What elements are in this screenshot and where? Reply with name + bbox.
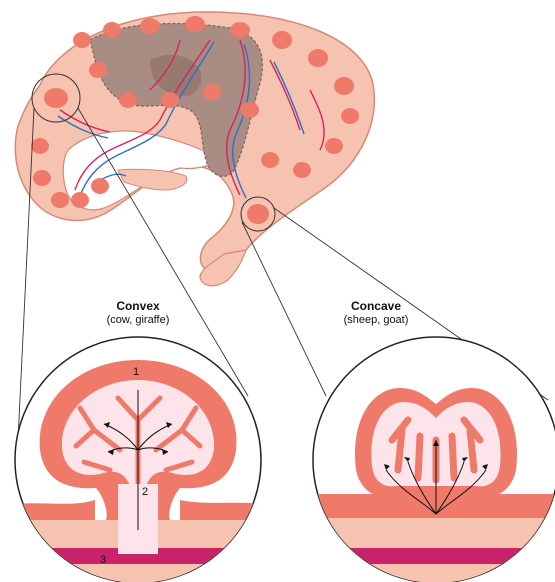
label-number-3: 3 <box>100 554 106 566</box>
concave-label: Concave (sheep, goat) <box>316 300 436 326</box>
label-number-2: 2 <box>142 486 148 498</box>
concave-placentome <box>310 337 555 582</box>
concave-title: Concave <box>316 300 436 314</box>
convex-title: Convex <box>78 300 198 314</box>
convex-placentome <box>10 337 270 582</box>
convex-subtitle: (cow, giraffe) <box>78 314 198 327</box>
convex-label: Convex (cow, giraffe) <box>78 300 198 326</box>
myometrium-band-right <box>310 548 555 564</box>
concave-subtitle: (sheep, goat) <box>316 314 436 327</box>
label-number-1: 1 <box>133 366 139 378</box>
